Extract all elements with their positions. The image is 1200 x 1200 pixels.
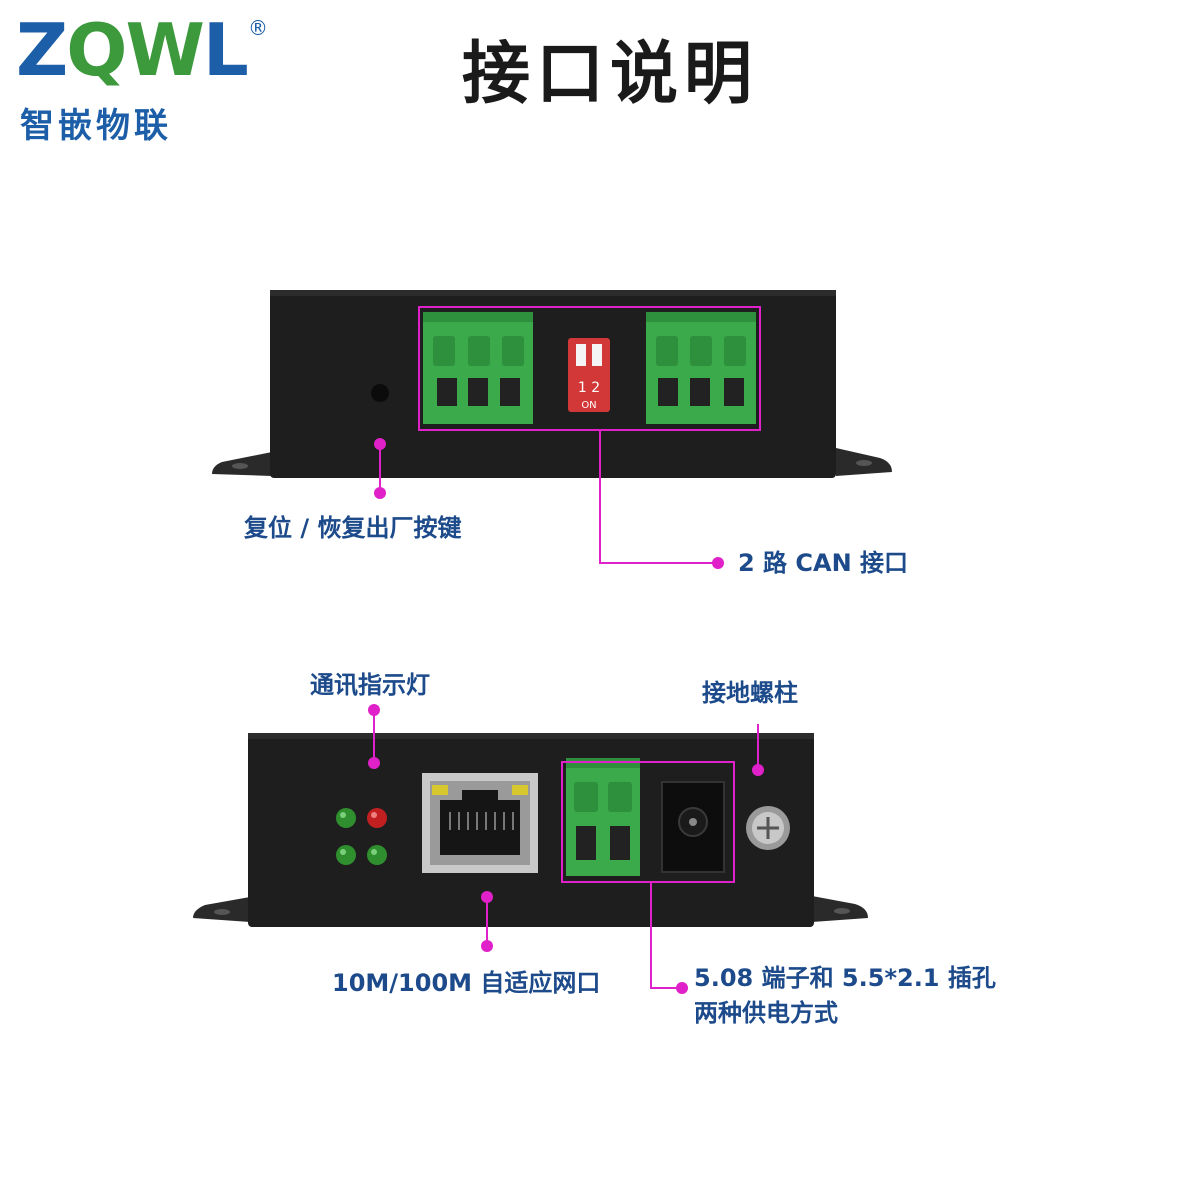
can-highlight-box — [418, 306, 761, 431]
logo-letter: Q — [66, 8, 127, 92]
top-callout-lines — [379, 430, 718, 564]
ground-stud-label: 接地螺柱 — [702, 679, 798, 707]
ground-screw — [746, 806, 790, 850]
top-callout-dots — [374, 438, 724, 569]
power-terminal — [566, 758, 640, 876]
dc-power-jack[interactable] — [661, 781, 725, 873]
status-leds — [336, 808, 387, 865]
logo-chinese-name: 智嵌物联 — [20, 106, 172, 146]
bottom-callout-dots — [368, 704, 764, 994]
dip-switch-numbers: 1 2 — [578, 380, 600, 396]
status-leds-label: 通讯指示灯 — [310, 671, 430, 699]
reset-button-label: 复位 / 恢复出厂按键 — [244, 514, 462, 542]
dip-switch-on-label: ON — [581, 400, 596, 411]
logo-wordmark: ZQWL — [16, 14, 249, 86]
led-green-2 — [336, 845, 356, 865]
led-green-3 — [367, 845, 387, 865]
registered-mark: ® — [248, 16, 268, 40]
logo-letter: Z — [16, 8, 68, 92]
ethernet-port-label: 10M/100M 自适应网口 — [332, 969, 601, 997]
dip-switch[interactable]: 1 2 ON — [568, 338, 610, 412]
top-device: 1 2 ON — [212, 290, 892, 478]
led-green-1 — [336, 808, 356, 828]
reset-button-hole[interactable] — [371, 384, 389, 402]
led-red — [367, 808, 387, 828]
power-supply-label-line2: 两种供电方式 — [694, 999, 838, 1027]
bottom-callout-lines — [373, 710, 759, 989]
can-terminal-left — [423, 312, 533, 424]
ethernet-port[interactable] — [422, 773, 538, 873]
page-title: 接口说明 — [462, 35, 759, 114]
logo-letter: W — [125, 8, 204, 92]
brand-logo: ZQWL ® 智嵌物联 — [16, 14, 276, 146]
power-supply-label-line1: 5.08 端子和 5.5*2.1 插孔 — [694, 964, 996, 992]
can-interface-label: 2 路 CAN 接口 — [738, 549, 909, 577]
power-highlight-box — [561, 761, 735, 883]
can-terminal-right — [646, 312, 756, 424]
bottom-device — [193, 733, 868, 927]
logo-letter: L — [202, 8, 249, 92]
logo-wordmark-text: ZQWL — [16, 8, 249, 92]
